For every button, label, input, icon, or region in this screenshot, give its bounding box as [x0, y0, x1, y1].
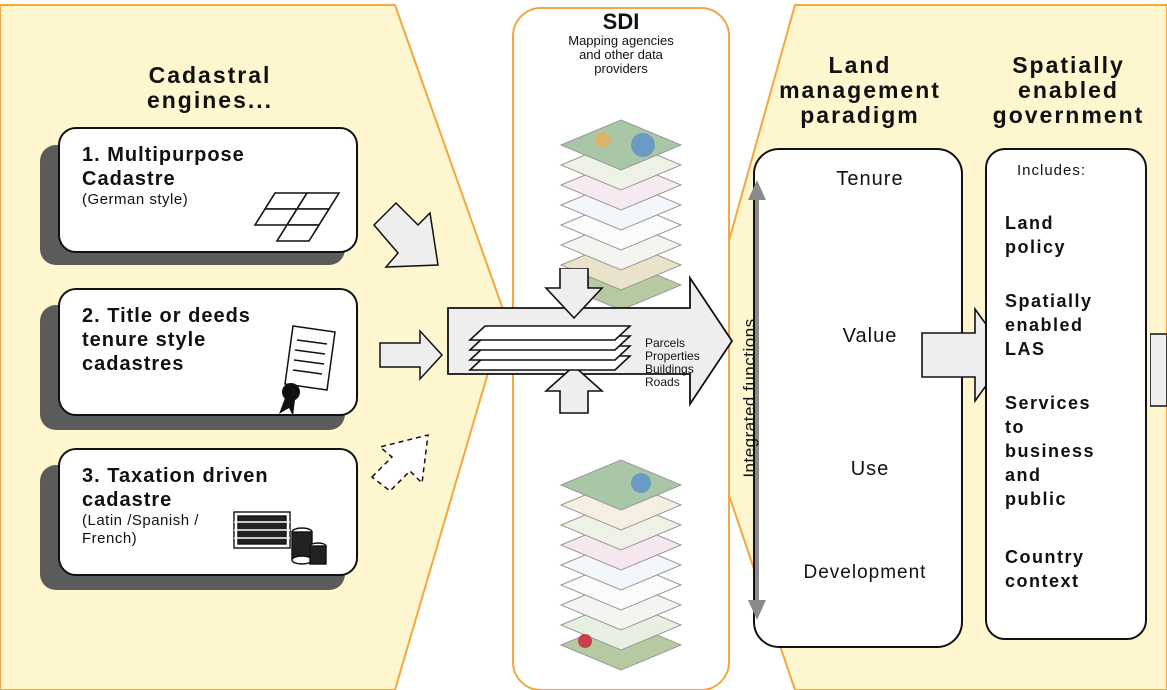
- sdi-subtitle-line1: Mapping agencies: [568, 33, 674, 48]
- gov-item-country-line1: Country: [1005, 547, 1085, 567]
- sdi-subtitle-line3: providers: [594, 61, 648, 76]
- engine-1-box: 1. Multipurpose Cadastre (German style): [58, 127, 358, 253]
- gov-item-land-policy-line1: Land: [1005, 213, 1054, 233]
- engine-1-title-line1: 1. Multipurpose: [82, 144, 245, 166]
- layer-label-properties: Properties: [645, 349, 700, 363]
- gov-item-las-line3: LAS: [1005, 339, 1046, 359]
- gov-item-services: Services to business and public: [1005, 391, 1095, 511]
- sdi-map-stacks: [559, 119, 683, 671]
- paradigm-heading-line2: management: [779, 77, 941, 103]
- government-heading-line2: enabled: [1018, 77, 1119, 103]
- gov-item-las-line1: Spatially: [1005, 291, 1093, 311]
- gov-item-services-line1: Services: [1005, 393, 1092, 413]
- integrated-functions-axis: [748, 180, 766, 620]
- cadastral-heading-line2: engines...: [146, 87, 274, 113]
- engine-arrows: [370, 201, 444, 492]
- gov-item-las-line2: enabled: [1005, 315, 1084, 335]
- paradigm-box: [753, 148, 963, 648]
- gov-item-spatially-enabled-las: Spatially enabled LAS: [1005, 289, 1093, 361]
- gov-item-services-line4: and: [1005, 465, 1042, 485]
- sdi-subtitle-line2: and other data: [579, 47, 663, 62]
- gov-item-services-line5: public: [1005, 489, 1067, 509]
- function-use: Use: [850, 458, 890, 480]
- paradigm-heading: Land management paradigm: [735, 53, 985, 128]
- layer-labels: Parcels Properties Buildings Roads: [645, 337, 700, 389]
- government-heading-line1: Spatially: [1012, 52, 1125, 78]
- engine-3-title-line2: cadastre: [82, 489, 173, 511]
- central-flow: [447, 268, 734, 414]
- engine-3-subtitle-line1: (Latin /Spanish /: [82, 512, 199, 529]
- includes-label: Includes:: [1017, 162, 1087, 179]
- engine-3-title-line1: 3. Taxation driven: [82, 465, 269, 487]
- cadastral-heading: Cadastral engines...: [95, 63, 325, 113]
- parcel-layers-icon: [467, 325, 633, 371]
- gov-item-country-line2: context: [1005, 571, 1080, 591]
- lower-map-stack: [559, 459, 683, 671]
- gov-item-country-context: Country context: [1005, 545, 1085, 593]
- gov-item-land-policy: Land policy: [1005, 211, 1066, 259]
- engine-2-title-line1: 2. Title or deeds: [82, 305, 251, 327]
- government-box: [985, 148, 1147, 640]
- engine-2-box: 2. Title or deeds tenure style cadastres: [58, 288, 358, 416]
- function-development: Development: [803, 562, 927, 583]
- function-tenure: Tenure: [836, 168, 904, 190]
- gov-item-services-line2: to: [1005, 417, 1025, 437]
- sdi-down-arrow: [544, 268, 604, 320]
- integrated-functions-label: Integrated functions: [740, 318, 759, 478]
- gov-item-services-line3: business: [1005, 441, 1096, 461]
- engine-2-arrow: [379, 329, 444, 381]
- engine-3-box: 3. Taxation driven cadastre (Latin /Span…: [58, 448, 358, 576]
- layer-label-parcels: Parcels: [645, 336, 686, 350]
- cadastral-heading-line1: Cadastral: [148, 62, 272, 88]
- layer-label-buildings: Buildings: [645, 362, 694, 376]
- money-stack-icon: [233, 511, 327, 565]
- engine-1-subtitle: (German style): [82, 191, 189, 208]
- upper-map-stack: [559, 119, 683, 311]
- government-heading: Spatially enabled government: [970, 53, 1167, 128]
- certificate-icon: [279, 325, 336, 416]
- engine-2-title-line2: tenure style: [82, 329, 207, 351]
- gov-item-land-policy-line2: policy: [1005, 237, 1067, 257]
- parcels-grid-icon: [253, 192, 341, 242]
- layer-label-roads: Roads: [645, 375, 680, 389]
- engine-3-arrow: [370, 434, 429, 492]
- engine-3-subtitle-line2: French): [82, 530, 138, 547]
- sdi-header: SDI Mapping agencies and other data prov…: [513, 10, 729, 76]
- paradigm-heading-line3: paradigm: [800, 102, 920, 128]
- engine-1-arrow: [372, 201, 439, 268]
- engine-1-title-line2: Cadastre: [82, 168, 176, 190]
- exit-arrow: [1150, 333, 1167, 407]
- function-value: Value: [842, 325, 898, 347]
- government-heading-line3: government: [992, 102, 1145, 128]
- engine-2-title-line3: cadastres: [82, 353, 185, 375]
- paradigm-heading-line1: Land: [828, 52, 892, 78]
- sdi-title: SDI: [602, 9, 640, 34]
